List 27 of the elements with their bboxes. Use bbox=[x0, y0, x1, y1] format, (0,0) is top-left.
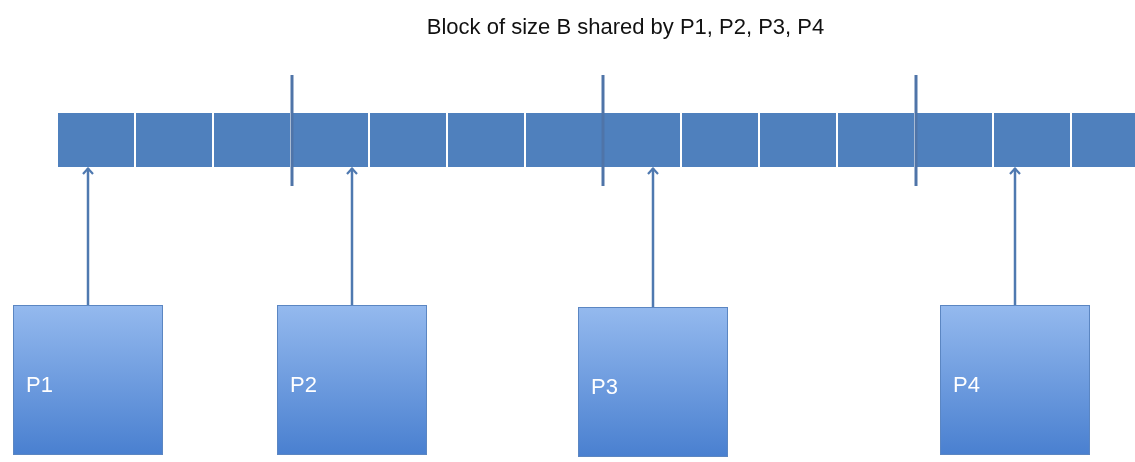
processor-box bbox=[277, 305, 427, 455]
processor-box bbox=[13, 305, 163, 455]
processor-label: P1 bbox=[26, 372, 53, 398]
memory-cell bbox=[292, 113, 368, 167]
memory-cell bbox=[448, 113, 524, 167]
processor-box bbox=[578, 307, 728, 457]
memory-cell bbox=[58, 113, 134, 167]
memory-cell bbox=[916, 113, 992, 167]
memory-cell bbox=[1072, 113, 1135, 167]
memory-cell bbox=[526, 113, 602, 167]
memory-cell bbox=[994, 113, 1070, 167]
memory-cell bbox=[760, 113, 836, 167]
processor-label: P4 bbox=[953, 372, 980, 398]
memory-cell bbox=[370, 113, 446, 167]
memory-cell bbox=[136, 113, 212, 167]
arrow bbox=[345, 167, 359, 305]
processor-label: P3 bbox=[591, 374, 618, 400]
memory-cell bbox=[838, 113, 914, 167]
arrow bbox=[81, 167, 95, 305]
processor-box bbox=[940, 305, 1090, 455]
arrow bbox=[646, 167, 660, 307]
arrow bbox=[1008, 167, 1022, 305]
processor-label: P2 bbox=[290, 372, 317, 398]
memory-cell bbox=[214, 113, 290, 167]
memory-cell bbox=[604, 113, 680, 167]
memory-cell bbox=[682, 113, 758, 167]
diagram-title: Block of size B shared by P1, P2, P3, P4 bbox=[426, 14, 825, 40]
